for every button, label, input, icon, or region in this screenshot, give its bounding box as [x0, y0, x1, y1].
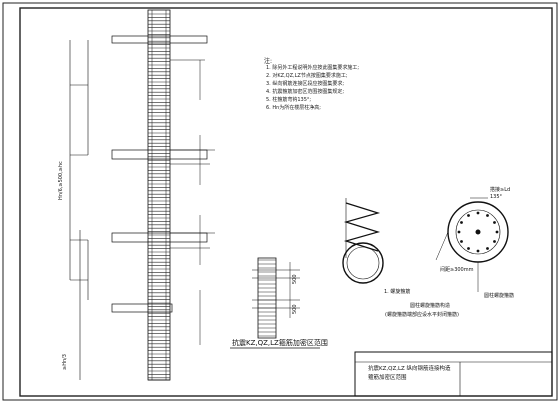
rebar-dot: [460, 240, 463, 243]
rebar-dot: [467, 214, 470, 217]
short-column-detail: [252, 257, 300, 339]
detail-sub: (螺旋箍筋端部应设水平封闭箍筋): [385, 312, 459, 318]
right-caption-2: 箍筋加密区范围: [368, 375, 407, 381]
rebar-dot: [467, 247, 470, 250]
rebar-dot: [493, 221, 496, 224]
stirrup-hatching: [148, 13, 170, 379]
column-elevation: [69, 9, 215, 381]
detail-caption: 圆柱螺旋箍筋构造: [410, 303, 451, 309]
rebar-dot: [486, 214, 489, 217]
rebar-dot: [493, 240, 496, 243]
circular-column-section: [435, 197, 509, 292]
right-caption-1: 抗震KZ,QZ,LZ 纵向钢筋连接构造: [368, 366, 451, 372]
spiral-hoop-detail: [342, 198, 384, 284]
ring-label: 圆柱螺旋箍筋: [484, 293, 515, 299]
rebar-dot: [457, 230, 461, 234]
note-item: 2. 对KZ,QZ,LZ节点按图集要求施工;: [266, 73, 348, 79]
rebar-dot: [495, 230, 499, 234]
short-column-hatching: [258, 259, 276, 337]
floor-slab: [111, 35, 208, 44]
title-block: [354, 351, 553, 397]
notes-heading: 注:: [264, 58, 273, 65]
rebar-dot: [476, 249, 480, 253]
notes-list: 1. 除另外工程说明外应按此图集要求施工; 2. 对KZ,QZ,LZ节点按图集要…: [266, 64, 516, 112]
ring-note: 搭接≥Ld: [490, 187, 511, 193]
ring-angle: 135°: [490, 194, 503, 200]
rebar-dot: [486, 247, 489, 250]
left-caption: 抗震KZ,QZ,LZ箍筋加密区范围: [232, 339, 328, 347]
inner-frame: [19, 7, 553, 397]
spiral-label: 1. 螺旋箍筋: [384, 289, 411, 295]
dim-label: 500: [292, 304, 298, 314]
rebar-dot: [460, 221, 463, 224]
floor-slab: [111, 149, 208, 160]
floor-slab: [111, 303, 173, 313]
floor-slab: [111, 232, 208, 243]
longitudinal-bars: [457, 211, 499, 253]
dim-label: 500: [292, 274, 298, 284]
note-item: 5. 柱箍筋弯钩135°;: [266, 97, 312, 103]
ring-spacing: 间距≥300mm: [440, 267, 474, 273]
rebar-dot: [476, 211, 480, 215]
note-item: 4. 抗震箍筋加密区范围按图集规定;: [266, 89, 345, 95]
dim-label: ≥Hn/3: [62, 354, 68, 370]
note-item: 6. Hn为所在楼层柱净高;: [266, 105, 321, 111]
dim-label: Hn/6,≥500,≥hc: [58, 161, 64, 200]
note-item: 1. 除另外工程说明外应按此图集要求施工;: [266, 65, 360, 71]
note-item: 3. 纵向钢筋连接区段应按图集要求;: [266, 81, 345, 87]
